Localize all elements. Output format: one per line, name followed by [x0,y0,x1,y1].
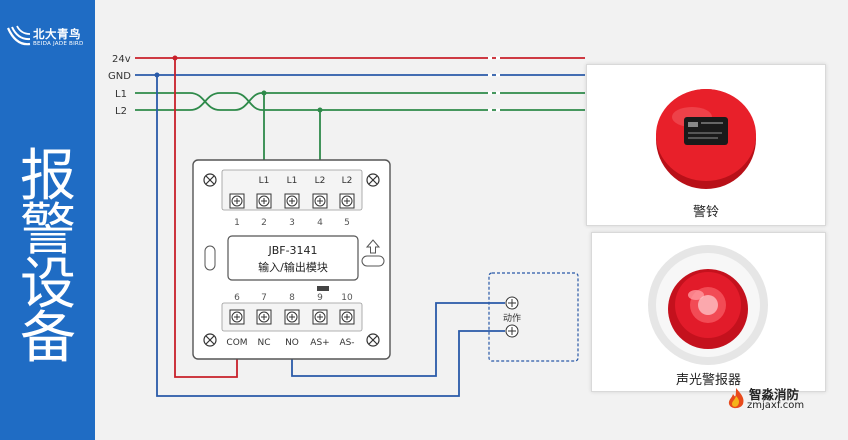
terminal-number: 10 [341,293,353,303]
page-title: 报 警 设 备 [14,144,82,371]
terminal-screw-icon [256,309,272,325]
indicator-slot [204,245,216,271]
terminal-screw-icon [229,309,245,325]
terminal-number: 7 [261,293,267,303]
corner-screw-icon [366,173,380,187]
bottom-terminal-label: COM [226,338,247,348]
terminal-number: 1 [234,218,240,228]
watermark: 智淼消防 zmjaxf.com [723,384,843,418]
terminal-number: 3 [289,218,295,228]
brand-logo: 北大青鸟 BEIDA JADE BIRD [6,24,94,54]
terminal-screw-icon [229,193,245,209]
terminal-screw-icon [312,193,328,209]
alarm-bell-panel: 警铃 [586,64,826,226]
terminal-screw-icon [284,193,300,209]
bus-l1-line [135,92,585,111]
title-char: 设 [20,252,76,317]
watermark-url: zmjaxf.com [747,400,805,411]
top-terminal-label: L1 [259,176,270,186]
terminal-number: 2 [261,218,267,228]
bottom-terminal-label: NC [257,338,270,348]
title-char: 警 [20,198,76,263]
strobe-name: 声光警报器 [675,373,741,388]
release-slot [361,255,385,267]
bus-label-l2: L2 [115,106,127,117]
terminal-number: 6 [234,293,240,303]
module-label-panel [227,235,359,281]
alarm-bell-name: 警铃 [692,205,719,220]
arrow-up-icon [365,239,381,254]
device-terminal-box [488,272,579,362]
bird-logo-icon [6,25,31,46]
brand-name: 北大青鸟 [33,27,81,41]
top-terminal-label: L2 [315,176,326,186]
terminal-number: 8 [289,293,295,303]
jumper-icon [317,286,329,291]
bus-break-marks [488,56,500,112]
terminal-screw-icon [505,296,519,310]
corner-screw-icon [203,173,217,187]
corner-screw-icon [366,333,380,347]
bus-label-gnd: GND [108,71,131,82]
module-name: 输入/输出模块 [258,260,328,274]
terminal-screw-icon [256,193,272,209]
bottom-terminal-label: AS+ [310,338,329,348]
bottom-terminal-label: AS- [339,338,354,348]
com-power-wire [174,58,238,378]
strobe-panel: 声光警报器 [591,232,826,392]
title-char: 报 [20,144,76,209]
no-output-wire [291,302,505,377]
title-char: 备 [20,306,76,371]
terminal-screw-icon [339,309,355,325]
terminal-screw-icon [505,324,519,338]
corner-screw-icon [203,333,217,347]
terminal-screw-icon [312,309,328,325]
watermark-name: 智淼消防 [749,387,800,402]
top-terminal-label: L1 [287,176,298,186]
alarm-bell-image [656,89,756,189]
top-terminal-label: L2 [342,176,353,186]
bus-label-l1: L1 [115,89,127,100]
module-model: JBF-3141 [267,244,317,257]
bus-label-24v: 24v [112,54,131,65]
terminal-number: 5 [344,218,350,228]
brand-name-en: BEIDA JADE BIRD [33,41,84,47]
gnd-return-wire [156,75,505,397]
sound-light-alarm-image [648,245,768,365]
bus-l2-line [135,92,585,111]
brand-sidebar: 北大青鸟 BEIDA JADE BIRD 报 警 设 备 [0,0,95,440]
terminal-number: 9 [317,293,323,303]
bus-lines [135,55,585,113]
io-module: L1 L1 L2 L2 1 2 3 4 5 JBF-3141 输入/输出模块 6… [192,159,391,360]
flame-logo-icon [728,388,744,409]
action-label: 动作 [503,312,521,324]
terminal-number: 4 [317,218,323,228]
bottom-terminal-label: NO [285,338,299,348]
terminal-screw-icon [339,193,355,209]
terminal-screw-icon [284,309,300,325]
